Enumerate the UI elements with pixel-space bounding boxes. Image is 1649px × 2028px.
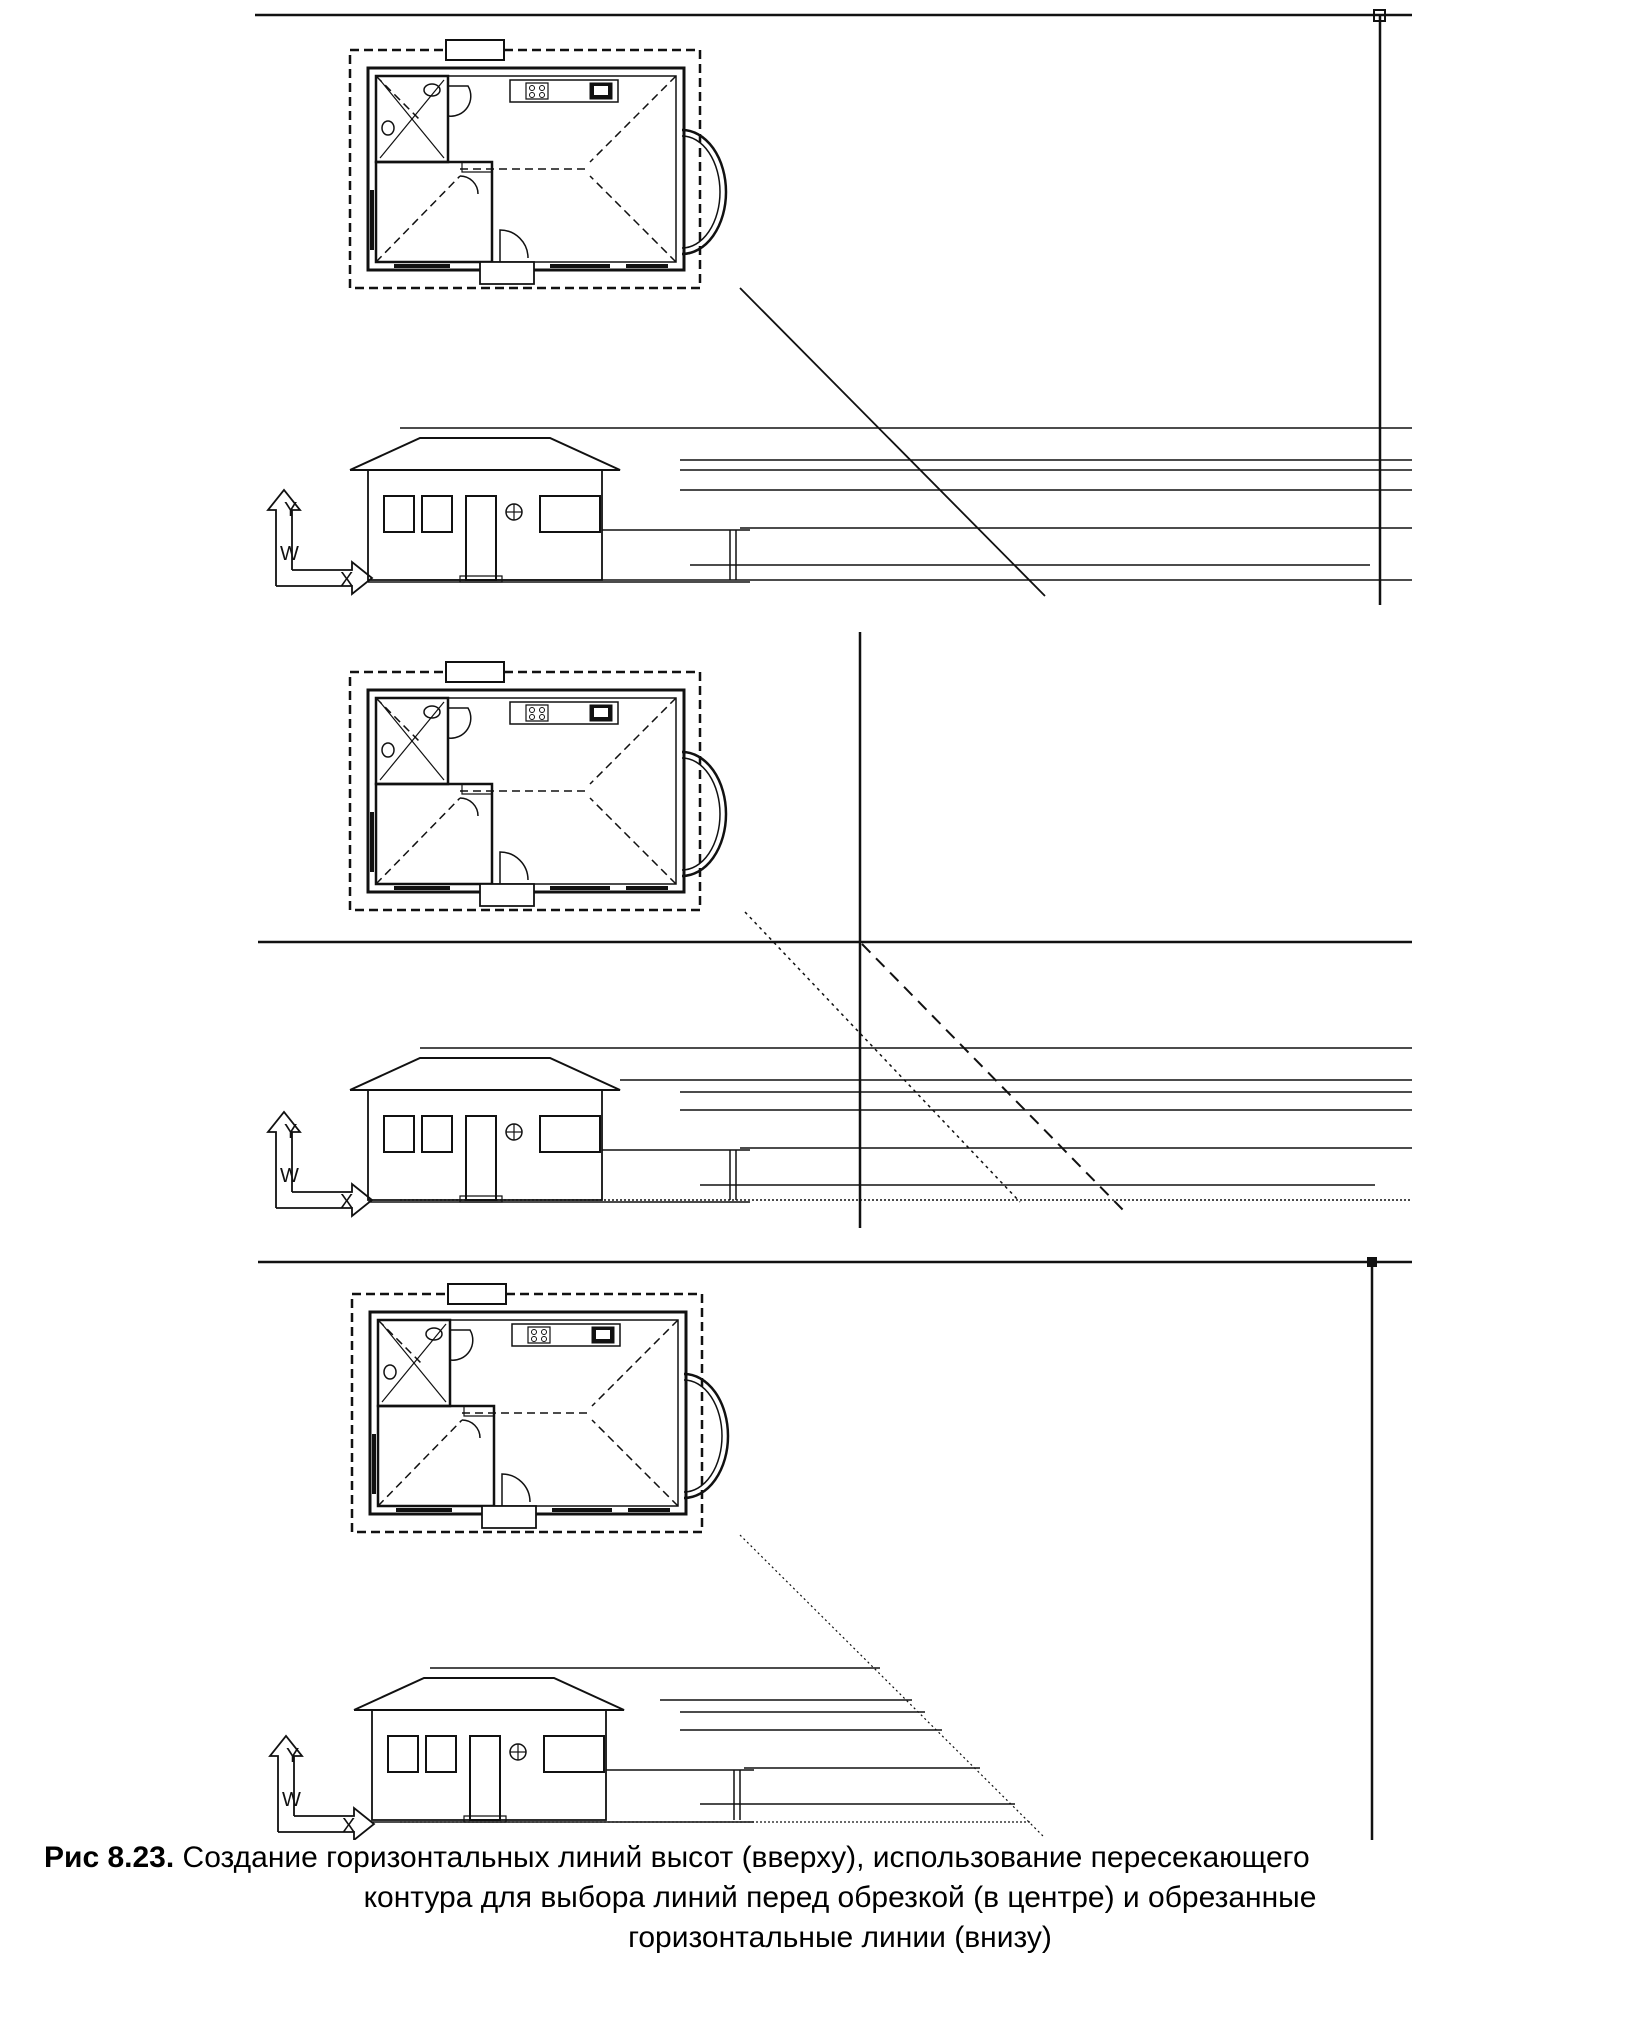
ucs-icon-bottom: [269, 1735, 375, 1840]
grip-marker: [1367, 1257, 1377, 1267]
panel-middle: [258, 632, 1412, 1228]
ucs-icon-top: [267, 489, 373, 595]
figure-caption: Рис 8.23. Создание горизонтальных линий …: [40, 1838, 1640, 1958]
crossing-window-edge: [862, 944, 1125, 1212]
caption-label: Рис 8.23.: [44, 1841, 175, 1874]
caption-text-1: Создание горизонтальных линий высот (вве…: [174, 1841, 1310, 1874]
panel-bottom: [258, 1257, 1412, 1840]
cad-drawing: Y W X: [0, 0, 1649, 1840]
caption-line-3: горизонтальные линии (внизу): [628, 1921, 1052, 1954]
caption-line-1: Рис 8.23. Создание горизонтальных линий …: [40, 1838, 1640, 1878]
panel-top: [255, 10, 1412, 605]
projection-line: [740, 1535, 1045, 1838]
floor-plan-middle: [348, 660, 728, 912]
ucs-icon-middle: [267, 1111, 373, 1217]
floor-plan-top: [348, 38, 728, 290]
projection-line: [745, 912, 1020, 1202]
floor-plan-bottom: [350, 1282, 730, 1534]
caption-line-2: контура для выбора линий перед обрезкой …: [363, 1881, 1317, 1914]
projection-line: [740, 288, 1045, 596]
grip-marker: [1374, 10, 1385, 21]
